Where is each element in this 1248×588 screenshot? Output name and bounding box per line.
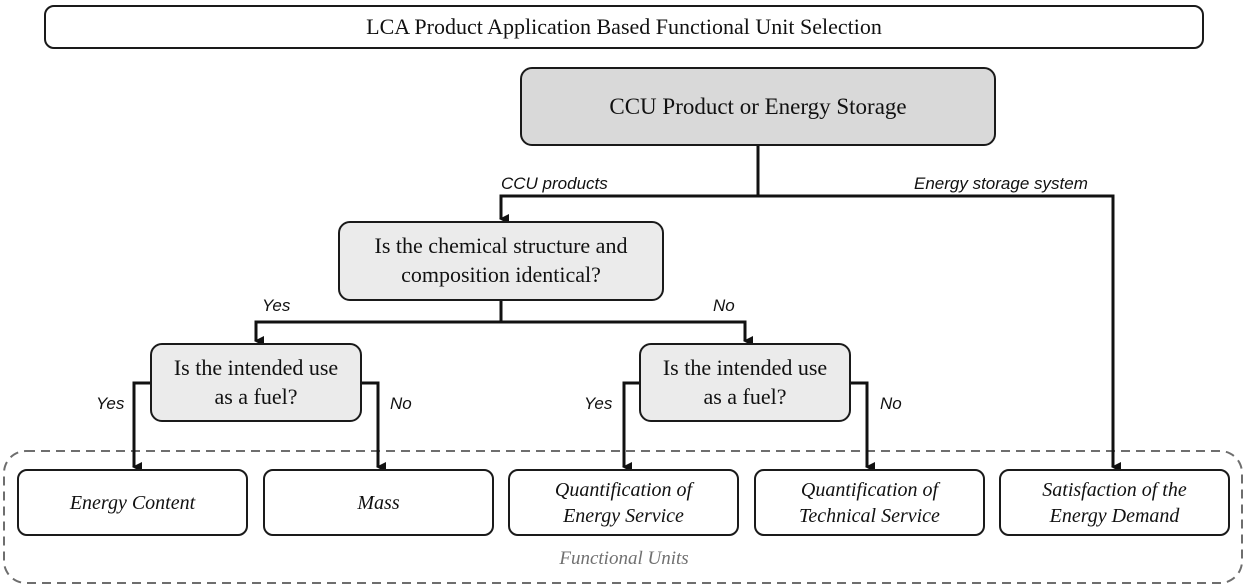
unit-energy-service: Quantification of Energy Service	[508, 469, 739, 536]
energy-storage-label: Energy storage system	[914, 174, 1088, 193]
unit-energy-demand-line1: Satisfaction of the	[1042, 478, 1187, 501]
structure-no-connector	[501, 320, 753, 346]
left-fuel-no-connector	[362, 381, 386, 472]
unit-mass: Mass	[263, 469, 494, 536]
left-fuel-question-line1: Is the intended use	[173, 354, 339, 380]
left-fuel-yes-label: Yes	[96, 394, 125, 413]
right-fuel-yes-label: Yes	[584, 394, 613, 413]
right-fuel-question-line1: Is the intended use	[662, 354, 828, 380]
left-fuel-question-node: Is the intended use as a fuel?	[150, 343, 362, 422]
root-to-ccu-connector	[499, 146, 760, 224]
unit-technical-service: Quantification of Technical Service	[754, 469, 985, 536]
structure-question-line1: Is the chemical structure and	[374, 233, 628, 259]
right-fuel-no-label: No	[880, 394, 902, 413]
unit-energy-content-line1: Energy Content	[69, 491, 196, 514]
unit-energy-demand: Satisfaction of the Energy Demand	[999, 469, 1230, 536]
unit-energy-service-line1: Quantification of	[554, 478, 693, 501]
unit-energy-demand-line2: Energy Demand	[1049, 504, 1180, 527]
structure-question-line2: composition identical?	[401, 262, 601, 287]
diagram-title: LCA Product Application Based Functional…	[44, 5, 1204, 49]
structure-no-label: No	[713, 296, 735, 315]
right-fuel-question-line2: as a fuel?	[703, 383, 787, 409]
unit-energy-content: Energy Content	[17, 469, 248, 536]
unit-mass-line1: Mass	[357, 491, 400, 514]
structure-yes-label: Yes	[262, 296, 291, 315]
left-fuel-no-label: No	[390, 394, 412, 413]
structure-question-node: Is the chemical structure and compositio…	[338, 221, 664, 301]
left-fuel-yes-connector	[132, 381, 150, 472]
right-fuel-question-node: Is the intended use as a fuel?	[639, 343, 851, 422]
unit-energy-service-line2: Energy Service	[563, 504, 684, 527]
left-fuel-question-line2: as a fuel?	[214, 383, 298, 409]
diagram-title-text: LCA Product Application Based Functional…	[366, 13, 882, 39]
right-fuel-yes-connector	[622, 381, 639, 472]
right-fuel-no-connector	[851, 381, 875, 472]
unit-technical-service-line1: Quantification of	[800, 478, 939, 501]
root-node: CCU Product or Energy Storage	[520, 67, 996, 146]
unit-technical-service-line2: Technical Service	[799, 504, 940, 527]
functional-units-label: Functional Units	[559, 548, 689, 569]
root-to-storage-connector	[758, 194, 1121, 472]
root-node-text: CCU Product or Energy Storage	[609, 93, 907, 119]
structure-yes-connector	[254, 301, 503, 346]
ccu-products-label: CCU products	[501, 174, 608, 193]
